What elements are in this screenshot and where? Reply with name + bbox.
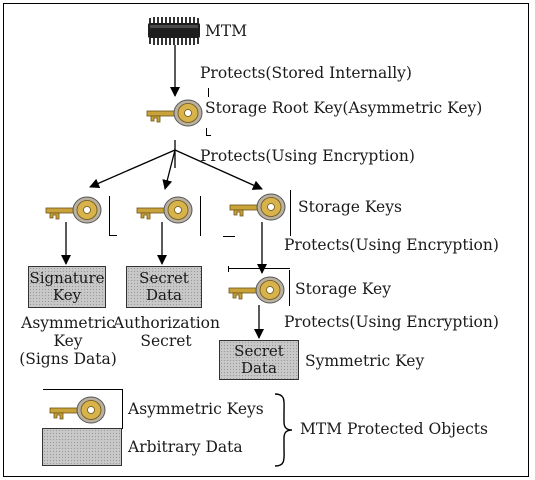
box-line: Secret [234, 342, 284, 360]
arrow-srk-to-secret [162, 149, 176, 190]
tick-mark [206, 135, 211, 136]
box-line: Data [241, 359, 277, 377]
key-icon [48, 393, 108, 427]
arbitrary-data-swatch [42, 428, 122, 466]
tick-mark [109, 235, 117, 236]
caption-line: Key [53, 332, 83, 350]
tick-mark [109, 196, 110, 236]
legend-asymmetric-keys: Asymmetric Keys [128, 400, 264, 418]
key-icon [145, 96, 205, 130]
edge-label-protects-encryption: Protects(Using Encryption) [284, 313, 499, 331]
mtm-label: MTM [205, 22, 248, 40]
tick-mark [208, 88, 209, 97]
secret-data-box: Secret Data [126, 266, 202, 308]
diagram-frame [3, 3, 529, 477]
tick-mark [122, 389, 123, 429]
legend-arbitrary-data: Arbitrary Data [128, 438, 243, 456]
caption-line: Authorization [113, 314, 220, 332]
tick-mark [43, 389, 123, 390]
box-line: Secret [139, 269, 189, 287]
key-icon [228, 190, 288, 224]
tick-mark [206, 128, 207, 136]
edge-label-protects-encryption: Protects(Using Encryption) [284, 236, 499, 254]
symmetric-key-label: Symmetric Key [305, 352, 425, 370]
secret-data-box: Secret Data [219, 340, 299, 380]
tick-mark [228, 268, 290, 269]
key-icon [44, 193, 104, 227]
legend-protected-objects: MTM Protected Objects [300, 420, 488, 438]
key-icon [135, 193, 195, 227]
box-line: Signature [29, 269, 105, 287]
box-line: Data [146, 286, 182, 304]
tick-mark [228, 266, 229, 272]
box-line: Key [52, 286, 82, 304]
signature-key-box: Signature Key [28, 266, 106, 308]
edge-label-protects-stored: Protects(Stored Internally) [200, 64, 412, 82]
srk-label: Storage Root Key(Asymmetric Key) [205, 99, 483, 117]
arrow-srk-to-storage-keys [174, 149, 263, 190]
tick-mark [290, 190, 291, 236]
tick-mark [289, 270, 290, 306]
storage-key-label: Storage Key [295, 280, 391, 298]
key-icon [227, 273, 287, 307]
tick-mark [200, 196, 201, 236]
tick-mark [223, 236, 235, 237]
arrow-srk-to-signature-key [89, 149, 176, 188]
caption-line: Secret [140, 332, 192, 350]
caption-line: (Signs Data) [19, 350, 117, 368]
asymmetric-key-caption: Asymmetric Key (Signs Data) [12, 314, 124, 368]
edge-label-protects-encryption: Protects(Using Encryption) [200, 147, 415, 165]
storage-keys-label: Storage Keys [298, 198, 402, 216]
authorization-secret-caption: Authorization Secret [113, 314, 220, 350]
curly-brace [274, 393, 293, 467]
caption-line: Asymmetric [21, 314, 115, 332]
chip-icon [148, 17, 200, 45]
